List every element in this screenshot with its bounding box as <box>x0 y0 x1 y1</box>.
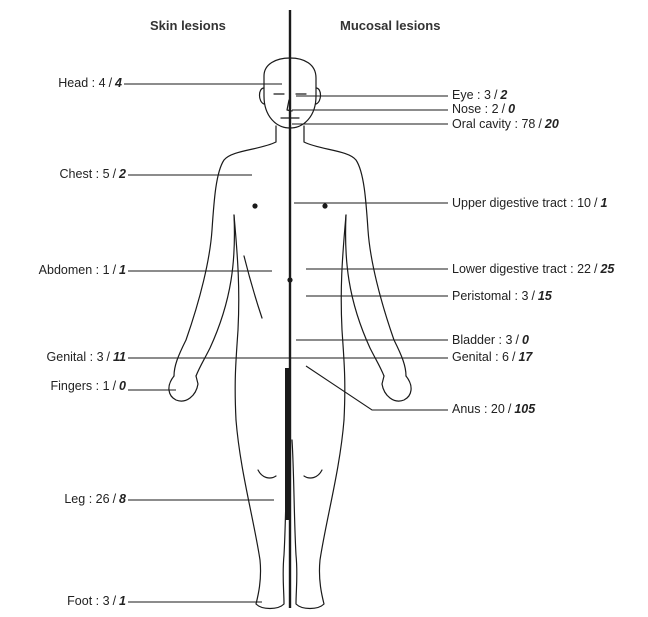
abdomen-detail <box>244 256 262 318</box>
skin-label-leg: Leg : 26/8 <box>64 492 126 506</box>
skin-label-head: Head : 4/4 <box>58 76 122 90</box>
skin-lesions-heading: Skin lesions <box>150 18 226 33</box>
left-ear-outline <box>260 88 265 104</box>
left-nipple <box>253 204 257 208</box>
anus-leader <box>306 366 448 410</box>
right-hand <box>382 376 411 401</box>
mucosal-lesions-heading: Mucosal lesions <box>340 18 440 33</box>
left-inner-arm <box>196 215 234 376</box>
skin-label-abdomen: Abdomen : 1/1 <box>39 263 126 277</box>
mucosal-label-upper-digestive-tract: Upper digestive tract : 10/1 <box>452 196 607 210</box>
mucosal-label-eye: Eye : 3/2 <box>452 88 507 102</box>
mucosal-label-lower-digestive-tract: Lower digestive tract : 22/25 <box>452 262 614 276</box>
right-nipple <box>323 204 327 208</box>
mucosal-label-nose: Nose : 2/0 <box>452 102 515 116</box>
skin-label-chest: Chest : 5/2 <box>60 167 126 181</box>
mucosal-label-oral-cavity: Oral cavity : 78/20 <box>452 117 559 131</box>
skin-label-foot: Foot : 3/1 <box>67 594 126 608</box>
mucosal-label-genital: Genital : 6/17 <box>452 350 532 364</box>
mucosal-label-anus: Anus : 20/105 <box>452 402 535 416</box>
skin-label-fingers: Fingers : 1/0 <box>50 379 126 393</box>
mucosal-label-peristomal: Peristomal : 3/15 <box>452 289 552 303</box>
skin-label-genital: Genital : 3/11 <box>47 350 126 364</box>
left-hand <box>169 376 198 401</box>
mucosal-label-bladder: Bladder : 3/0 <box>452 333 529 347</box>
